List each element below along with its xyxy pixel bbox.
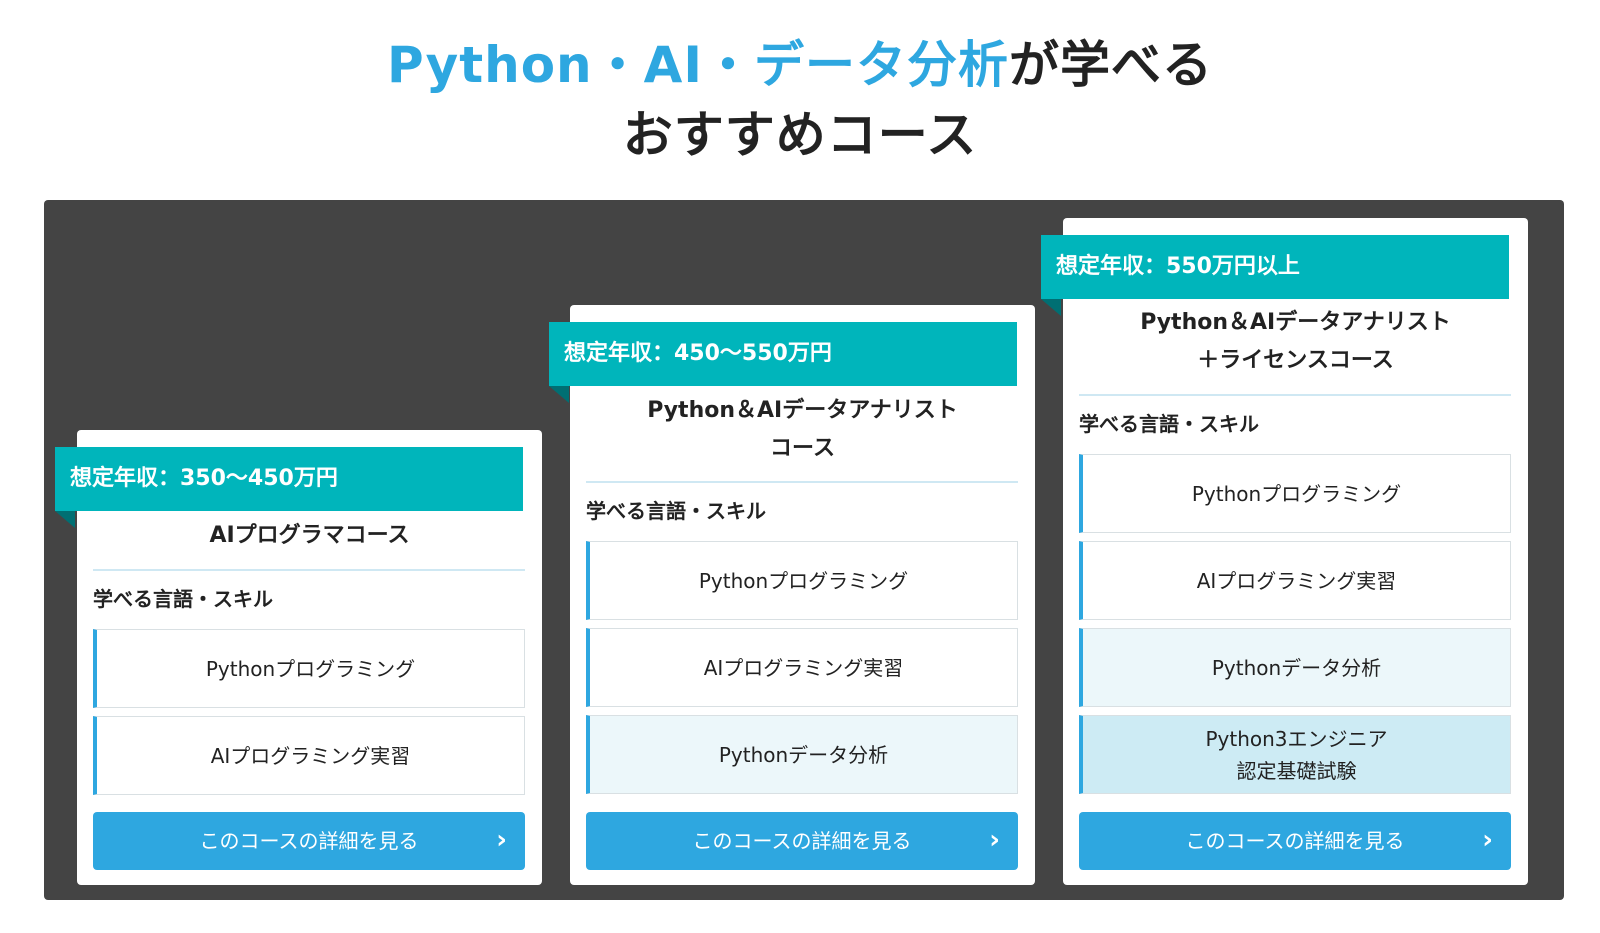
course-title: AIプログラマコース: [209, 523, 410, 548]
course-detail-button[interactable]: このコースの詳細を見る ›: [1079, 812, 1511, 870]
skills-label: 学べる言語・スキル: [93, 587, 273, 611]
salary-ribbon: 想定年収：350〜450万円: [55, 447, 523, 528]
chevron-right-icon: ›: [989, 825, 1000, 855]
course-detail-button[interactable]: このコースの詳細を見る ›: [93, 812, 525, 870]
divider: [93, 569, 525, 571]
heading-line2: おすすめコース: [622, 106, 978, 164]
chevron-right-icon: ›: [1482, 825, 1493, 855]
heading-rest: が学べる: [1008, 36, 1213, 94]
course-detail-button[interactable]: このコースの詳細を見る ›: [586, 812, 1018, 870]
divider: [586, 481, 1018, 483]
skill-item: AIプログラミング実習: [586, 628, 1018, 707]
salary-ribbon: 想定年収：450〜550万円: [549, 322, 1017, 403]
heading-accent: Python・AI・データ分析: [387, 36, 1009, 94]
skill-item: AIプログラミング実習: [93, 716, 525, 795]
course-title: Python＆AIデータアナリスト コース: [570, 392, 1035, 468]
course-title: Python＆AIデータアナリスト ＋ライセンスコース: [1063, 304, 1528, 380]
skill-item: Python3エンジニア 認定基礎試験: [1079, 715, 1511, 794]
button-label: このコースの詳細を見る: [199, 829, 419, 853]
skills-label: 学べる言語・スキル: [1079, 412, 1259, 436]
course-title-text: Python＆AIデータアナリスト コース: [647, 398, 958, 461]
skill-list: Pythonプログラミング AIプログラミング実習: [93, 629, 525, 803]
course-title-text: Python＆AIデータアナリスト ＋ライセンスコース: [1140, 310, 1451, 373]
chevron-right-icon: ›: [496, 825, 507, 855]
skill-list: Pythonプログラミング AIプログラミング実習 Pythonデータ分析: [586, 541, 1018, 802]
skill-item: Pythonプログラミング: [586, 541, 1018, 620]
page-heading: Python・AI・データ分析が学べる おすすめコース: [0, 30, 1600, 170]
skill-item: AIプログラミング実習: [1079, 541, 1511, 620]
skill-item: Pythonプログラミング: [1079, 454, 1511, 533]
divider: [1079, 394, 1511, 396]
skill-item: Pythonプログラミング: [93, 629, 525, 708]
skills-label: 学べる言語・スキル: [586, 499, 766, 523]
skill-list: Pythonプログラミング AIプログラミング実習 Pythonデータ分析 Py…: [1079, 454, 1511, 802]
salary-ribbon: 想定年収：550万円以上: [1041, 235, 1509, 316]
button-label: このコースの詳細を見る: [1185, 829, 1405, 853]
button-label: このコースの詳細を見る: [692, 829, 912, 853]
skill-item: Pythonデータ分析: [1079, 628, 1511, 707]
skill-item: Pythonデータ分析: [586, 715, 1018, 794]
